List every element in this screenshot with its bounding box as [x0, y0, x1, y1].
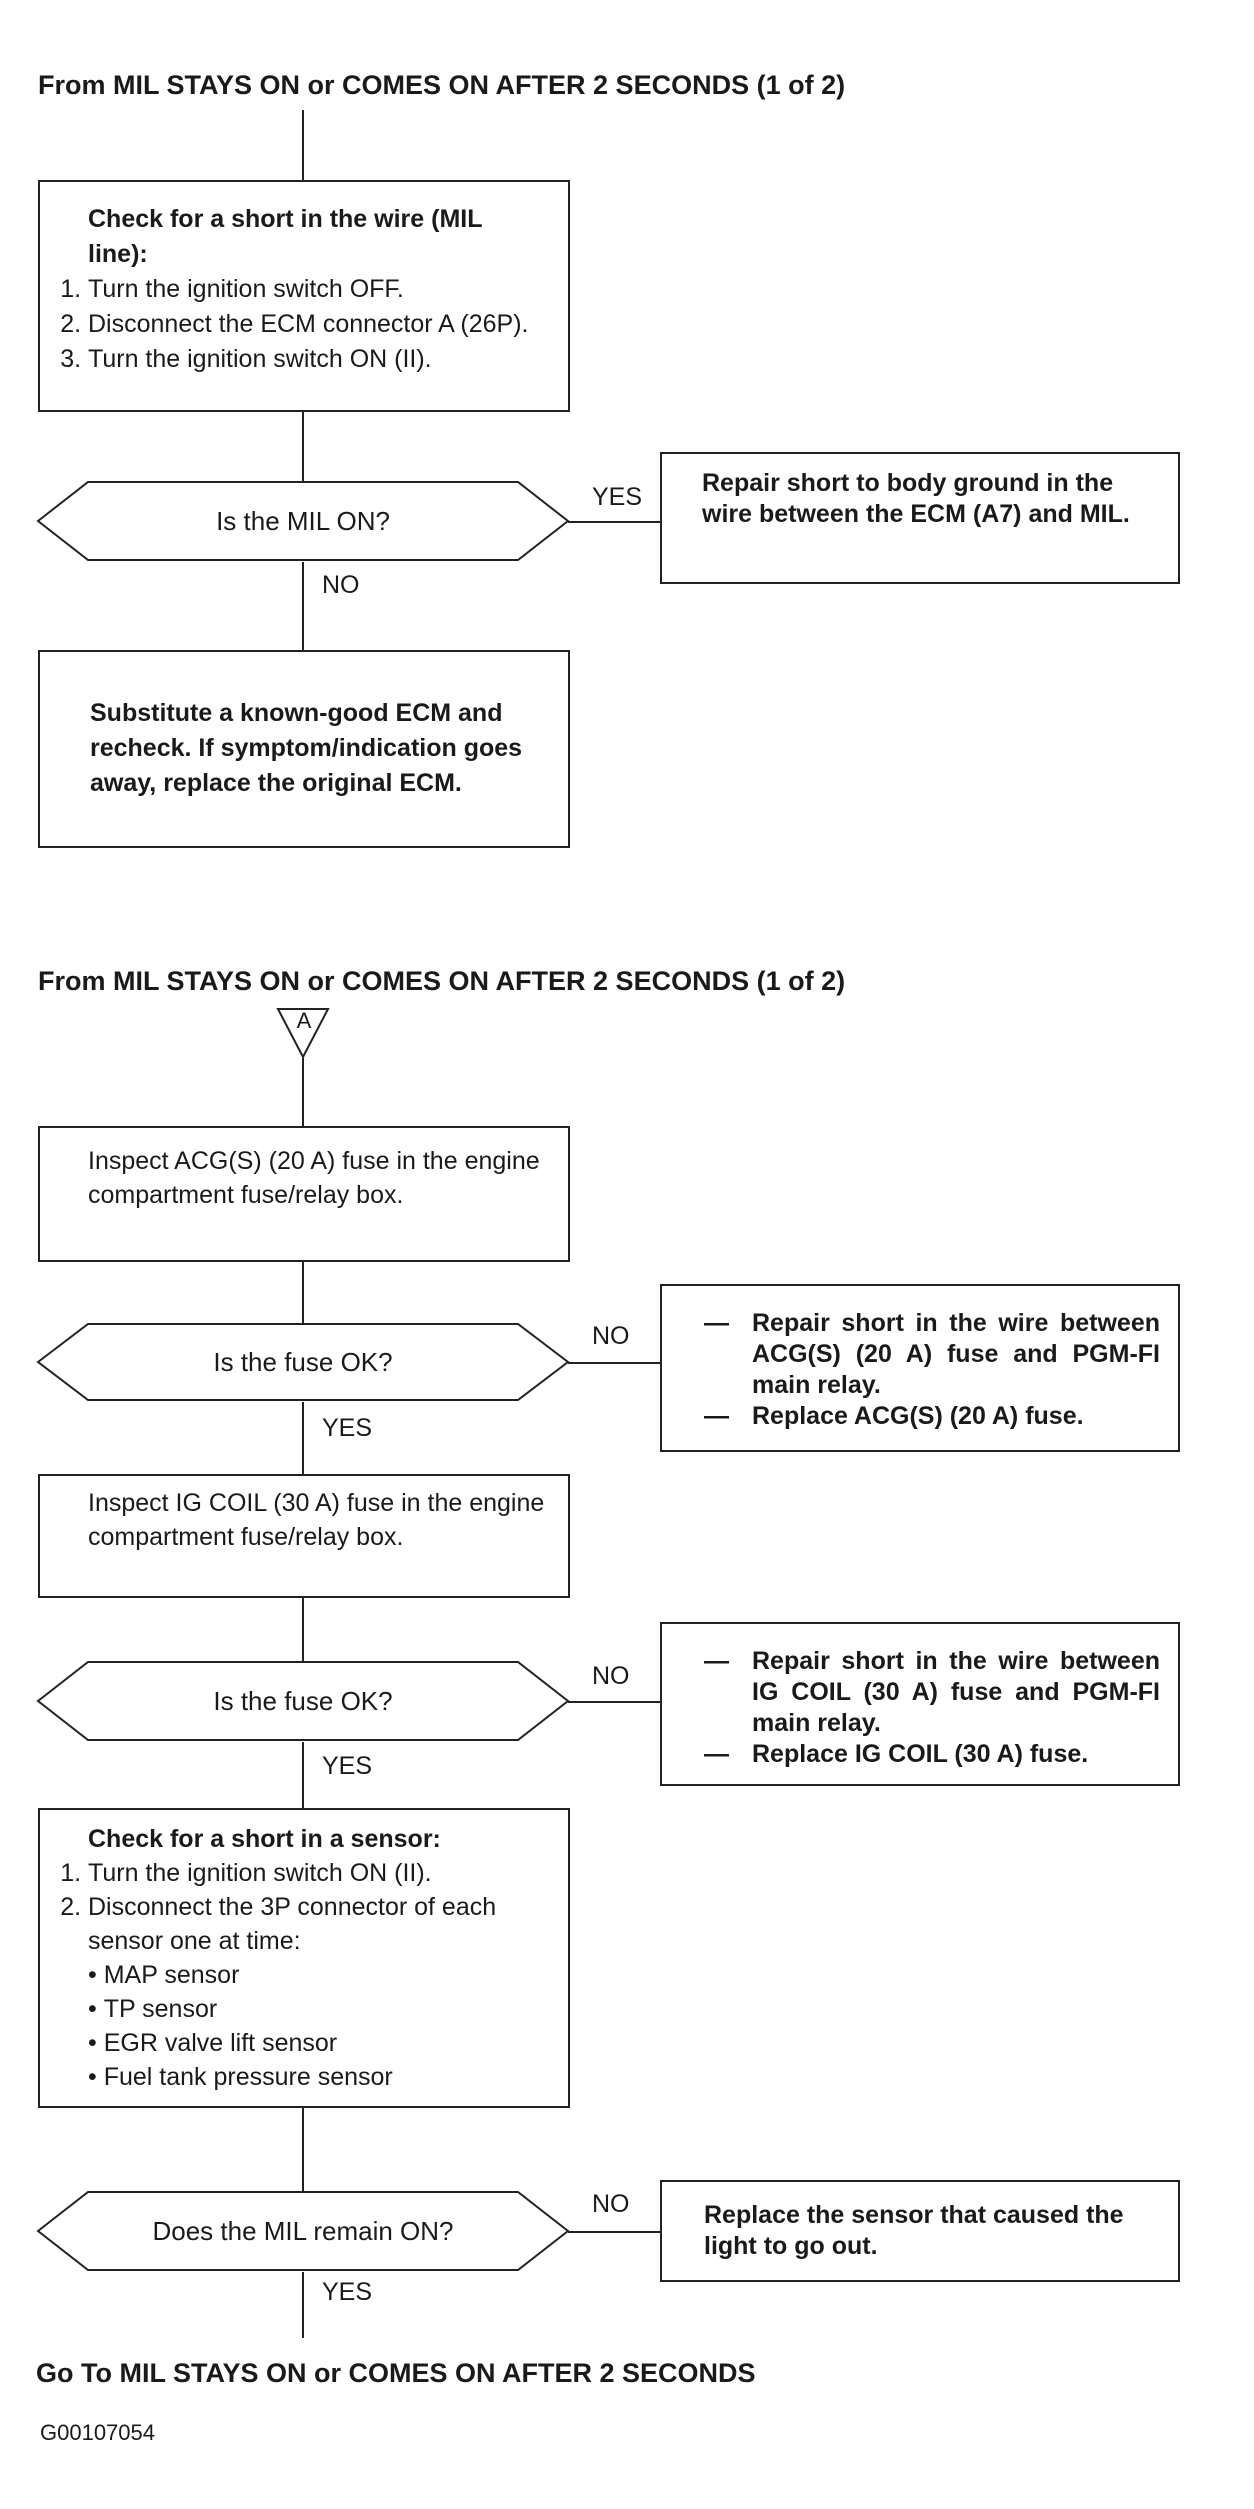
yes-branch-line [302, 2272, 304, 2338]
repair-igcoil-item: Replace IG COIL (30 A) fuse. [704, 1739, 1160, 1770]
step-item: Turn the ignition switch ON (II). [88, 1856, 550, 1890]
repair-acg-list: Repair short in the wire between ACG(S) … [704, 1308, 1160, 1432]
connector-line [302, 1598, 304, 1662]
no-label: NO [322, 571, 360, 599]
repair-igcoil-item: Repair short in the wire between IG COIL… [704, 1646, 1160, 1739]
sensor-check-steps: Turn the ignition switch ON (II). Discon… [54, 1856, 550, 2094]
sensor-item: TP sensor [88, 1992, 550, 2026]
connector-line [302, 412, 304, 482]
sensor-list: MAP sensor TP sensor EGR valve lift sens… [88, 1958, 550, 2094]
yes-branch-line [568, 521, 660, 523]
no-label: NO [592, 1322, 630, 1350]
no-branch-line [568, 1701, 660, 1703]
repair-acg-box: Repair short in the wire between ACG(S) … [660, 1284, 1180, 1452]
step-item: Disconnect the ECM connector A (26P). [88, 307, 548, 342]
section1-title: From MIL STAYS ON or COMES ON AFTER 2 SE… [38, 70, 846, 100]
sensor-item: MAP sensor [88, 1958, 550, 1992]
connector-line [302, 2108, 304, 2192]
decision-fuse-ok-2-question: Is the fuse OK? [213, 1685, 393, 1716]
connector-line [302, 1058, 304, 1128]
sensor-item: Fuel tank pressure sensor [88, 2060, 550, 2094]
check-wire-title: Check for a short in the wire (MIL line)… [88, 205, 483, 268]
goto-text: Go To MIL STAYS ON or COMES ON AFTER 2 S… [36, 2358, 756, 2388]
connector-line [302, 1262, 304, 1324]
sensor-item: EGR valve lift sensor [88, 2026, 550, 2060]
yes-branch-line [302, 1402, 304, 1476]
no-label: NO [592, 2190, 630, 2218]
inspect-acg-box: Inspect ACG(S) (20 A) fuse in the engine… [38, 1126, 570, 1262]
connector-a-triangle [276, 1008, 330, 1059]
connector-a-label: A [296, 1008, 312, 1033]
yes-label: YES [322, 2278, 373, 2306]
sensor-check-title: Check for a short in a sensor: [88, 1825, 441, 1853]
sensor-check-box: Check for a short in a sensor: Turn the … [38, 1808, 570, 2108]
yes-label: YES [322, 1752, 373, 1780]
step-text: Disconnect the 3P connector of each sens… [88, 1893, 497, 1955]
repair-short-ground-box: Repair short to body ground in the wire … [660, 452, 1180, 584]
no-branch-line [568, 2231, 660, 2233]
check-wire-steps: Turn the ignition switch OFF. Disconnect… [54, 272, 548, 377]
repair-igcoil-list: Repair short in the wire between IG COIL… [704, 1646, 1160, 1770]
step-item: Disconnect the 3P connector of each sens… [88, 1890, 550, 2094]
repair-acg-item: Repair short in the wire between ACG(S) … [704, 1308, 1160, 1401]
inspect-igcoil-box: Inspect IG COIL (30 A) fuse in the engin… [38, 1474, 570, 1598]
yes-label: YES [592, 483, 643, 511]
section2-title: From MIL STAYS ON or COMES ON AFTER 2 SE… [38, 966, 846, 996]
step-item: Turn the ignition switch OFF. [88, 272, 548, 307]
decision-fuse-ok-question: Is the fuse OK? [213, 1346, 393, 1377]
yes-label: YES [322, 1414, 373, 1442]
repair-acg-item: Replace ACG(S) (20 A) fuse. [704, 1401, 1160, 1432]
decision-mil-on-question: Is the MIL ON? [216, 505, 390, 536]
figure-code: G00107054 [40, 2420, 155, 2445]
yes-branch-line [302, 1742, 304, 1810]
repair-igcoil-box: Repair short in the wire between IG COIL… [660, 1622, 1180, 1786]
connector-line [302, 110, 304, 182]
check-wire-box: Check for a short in the wire (MIL line)… [38, 180, 570, 412]
no-branch-line [302, 562, 304, 650]
step-item: Turn the ignition switch ON (II). [88, 342, 548, 377]
replace-sensor-box: Replace the sensor that caused the light… [660, 2180, 1180, 2282]
decision-mil-remain-question: Does the MIL remain ON? [152, 2215, 454, 2246]
no-label: NO [592, 1662, 630, 1690]
substitute-ecm-box: Substitute a known-good ECM and recheck.… [38, 650, 570, 848]
no-branch-line [568, 1362, 660, 1364]
